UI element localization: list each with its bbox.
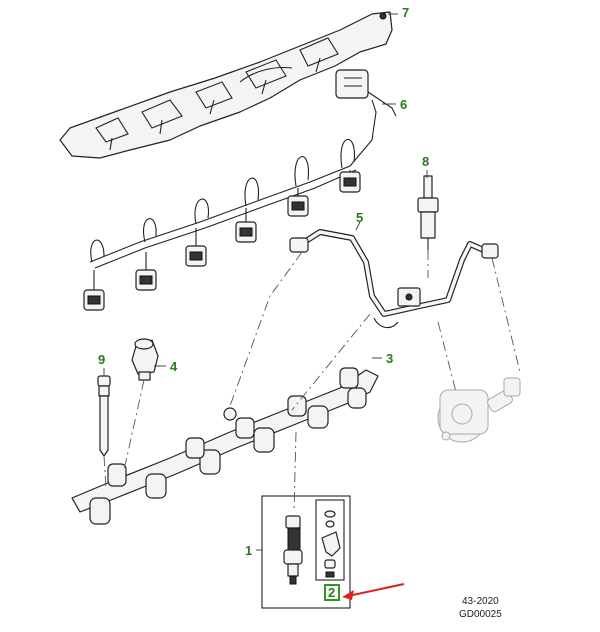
figure-code: GD00025 (459, 609, 502, 620)
callout-8: 8 (422, 154, 429, 169)
fuel-tube-part (289, 229, 499, 329)
callout-6: 6 (400, 97, 407, 112)
pressure-sensor-part (131, 338, 159, 381)
fuel-rail-part (71, 367, 379, 525)
red-arrow (342, 583, 405, 600)
sensor-part (417, 175, 439, 250)
callout-1: 1 (245, 543, 252, 558)
assembly-lines (103, 250, 521, 513)
injector-kit (261, 495, 351, 609)
callout-3: 3 (386, 351, 393, 366)
bolt-part (97, 375, 111, 457)
callout-7: 7 (402, 5, 409, 20)
fuel-pump-ghost (437, 377, 521, 443)
engine-cover-part (59, 11, 393, 159)
callout-2: 2 (328, 585, 335, 600)
leader-lines (103, 13, 428, 551)
date-code: 43-2020 (462, 596, 499, 607)
callout-5: 5 (356, 210, 363, 225)
callout-9: 9 (98, 352, 105, 367)
highlight-box (324, 584, 340, 601)
wiring-harness-part (83, 69, 397, 311)
callout-4: 4 (170, 359, 178, 374)
